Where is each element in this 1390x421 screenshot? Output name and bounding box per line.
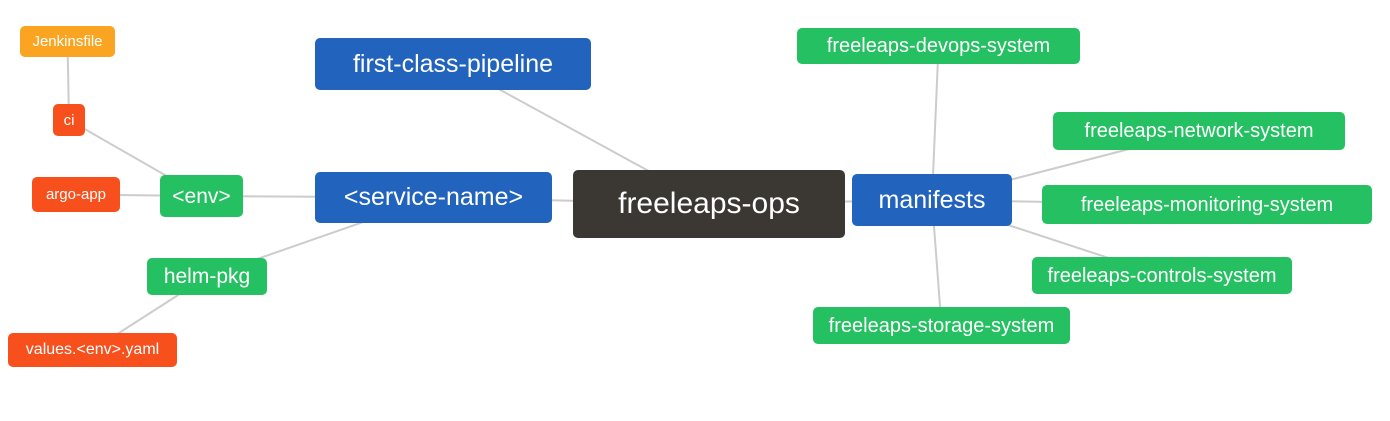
node-helm-pkg[interactable]: helm-pkg — [147, 258, 267, 295]
node-env[interactable]: <env> — [160, 175, 243, 217]
node-freeleaps-network-system[interactable]: freeleaps-network-system — [1053, 112, 1345, 150]
node-service-name[interactable]: <service-name> — [315, 172, 552, 223]
node-freeleaps-monitoring-system[interactable]: freeleaps-monitoring-system — [1042, 185, 1372, 224]
node-freeleaps-ops[interactable]: freeleaps-ops — [573, 170, 845, 238]
node-ci[interactable]: ci — [53, 104, 85, 136]
node-freeleaps-devops-system[interactable]: freeleaps-devops-system — [797, 28, 1080, 64]
node-manifests[interactable]: manifests — [852, 174, 1012, 226]
node-freeleaps-controls-system[interactable]: freeleaps-controls-system — [1032, 257, 1292, 294]
node-jenkinsfile[interactable]: Jenkinsfile — [20, 26, 115, 57]
node-freeleaps-storage-system[interactable]: freeleaps-storage-system — [813, 307, 1070, 344]
node-values-env-yaml[interactable]: values.<env>.yaml — [8, 333, 177, 367]
node-first-class-pipeline[interactable]: first-class-pipeline — [315, 38, 591, 90]
node-argo-app[interactable]: argo-app — [32, 177, 120, 212]
